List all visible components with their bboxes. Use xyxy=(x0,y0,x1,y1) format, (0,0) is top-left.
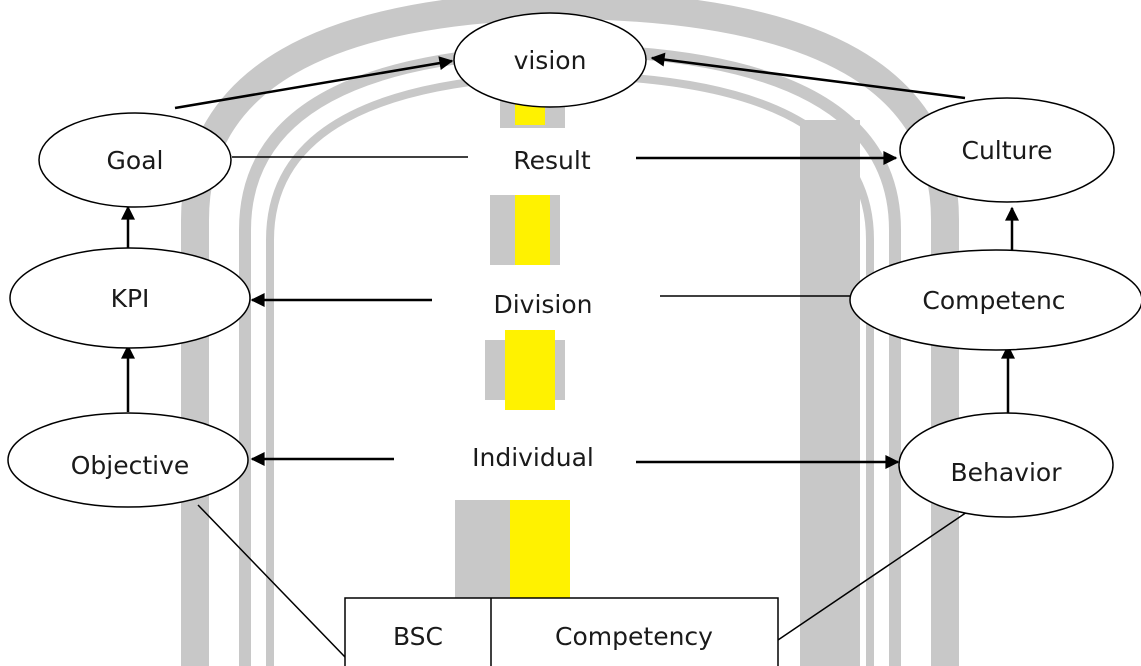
goal-to-vision-arrow xyxy=(174,56,454,110)
node-kpi: KPI xyxy=(9,247,251,349)
node-objective-label: Objective xyxy=(71,451,190,480)
bsc-competency-table: BSC Competency xyxy=(344,597,779,666)
node-culture: Culture xyxy=(899,97,1115,203)
objective-table-line xyxy=(197,504,346,658)
node-behavior-label: Behavior xyxy=(950,458,1062,487)
node-competence-label: Competenc xyxy=(922,286,1065,315)
behavior-table-line xyxy=(777,509,971,641)
label-result: Result xyxy=(513,146,590,175)
node-goal: Goal xyxy=(38,112,232,208)
node-vision-label: vision xyxy=(514,46,587,75)
node-kpi-label: KPI xyxy=(111,284,150,313)
node-behavior: Behavior xyxy=(898,412,1114,518)
label-division: Division xyxy=(493,290,592,319)
node-vision: vision xyxy=(453,12,647,108)
arrows xyxy=(121,52,1019,469)
culture-to-vision-arrow xyxy=(650,52,966,100)
node-competence: Competenc xyxy=(849,249,1141,351)
connector-lines xyxy=(197,156,971,658)
table-cell-bsc: BSC xyxy=(393,622,443,651)
node-goal-label: Goal xyxy=(107,146,164,175)
table-cell-competency: Competency xyxy=(555,622,713,651)
node-culture-label: Culture xyxy=(961,136,1052,165)
node-objective: Objective xyxy=(7,412,249,508)
label-individual: Individual xyxy=(472,443,594,472)
